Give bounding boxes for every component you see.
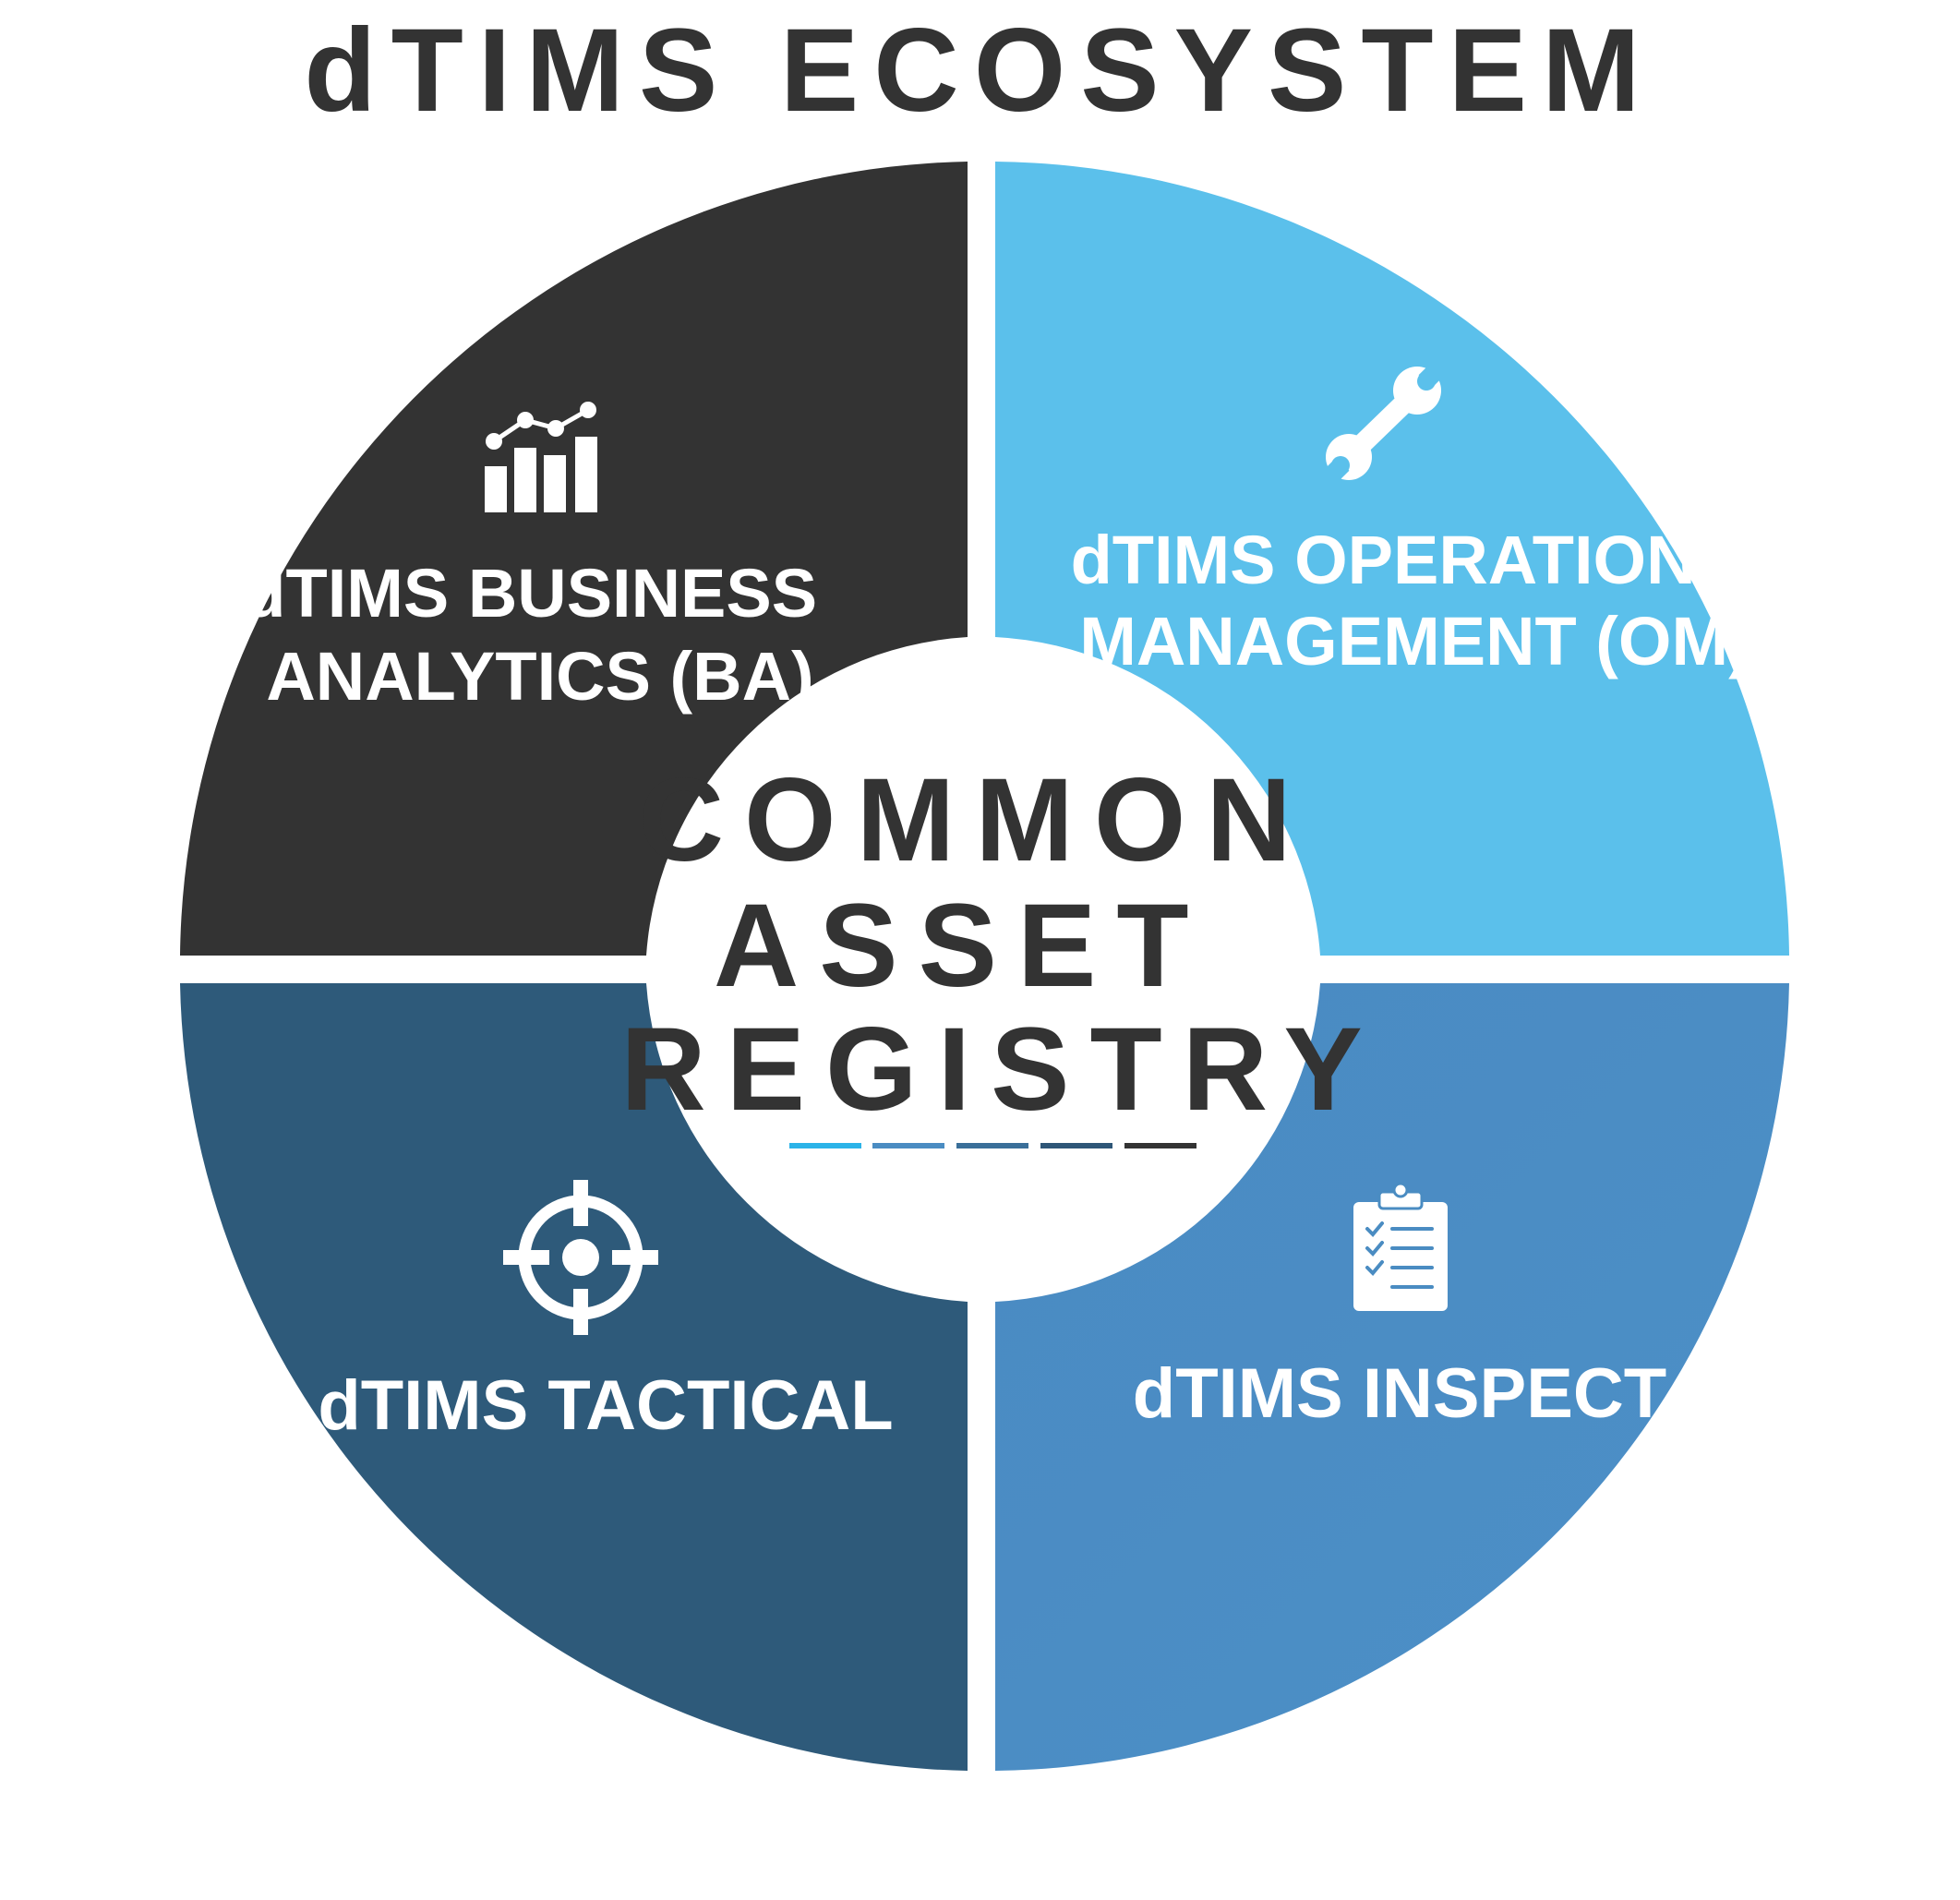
center-line-1: COMMON (639, 754, 1312, 886)
segment-tactical[interactable] (180, 983, 968, 1771)
page-title: dTIMS ECOSYSTEM (304, 5, 1654, 137)
inspect-line-1: dTIMS INSPECT (1133, 1354, 1666, 1433)
center-title: COMMON ASSET REGISTRY (620, 754, 1383, 1136)
segment-operations-management[interactable] (995, 162, 1789, 956)
segment-label-operations-management: dTIMS OPERATIONS MANAGEMENT (OM) (1071, 522, 1761, 679)
segment-inspect[interactable] (995, 983, 1789, 1771)
crosshair-icon (503, 1180, 658, 1335)
om-line-1: dTIMS OPERATIONS (1071, 522, 1741, 598)
underline-dash-5 (1124, 1143, 1196, 1148)
bar-chart-trend-icon (485, 402, 597, 512)
ba-line-2: ANALYTICS (BA) (266, 638, 813, 715)
segment-label-business-analytics: dTIMS BUSINESS ANALYTICS (BA) (244, 555, 836, 715)
segment-label-tactical: dTIMS TACTICAL (318, 1366, 893, 1445)
clipboard-checklist-icon (1353, 1182, 1448, 1311)
underline-dash-4 (1040, 1143, 1112, 1148)
ba-line-1: dTIMS BUSINESS (244, 555, 817, 631)
segment-business-analytics[interactable] (180, 162, 968, 956)
underline-dash-2 (872, 1143, 944, 1148)
tactical-line-1: dTIMS TACTICAL (318, 1366, 893, 1445)
center-line-2: ASSET (714, 880, 1209, 1012)
underline-dash-3 (956, 1143, 1028, 1148)
segment-label-inspect: dTIMS INSPECT (1133, 1354, 1666, 1433)
center-line-3: REGISTRY (620, 1004, 1383, 1136)
center-underline (789, 1143, 1196, 1148)
underline-dash-1 (789, 1143, 861, 1148)
wrench-icon (1324, 363, 1444, 483)
om-line-2: MANAGEMENT (OM) (1079, 603, 1751, 679)
